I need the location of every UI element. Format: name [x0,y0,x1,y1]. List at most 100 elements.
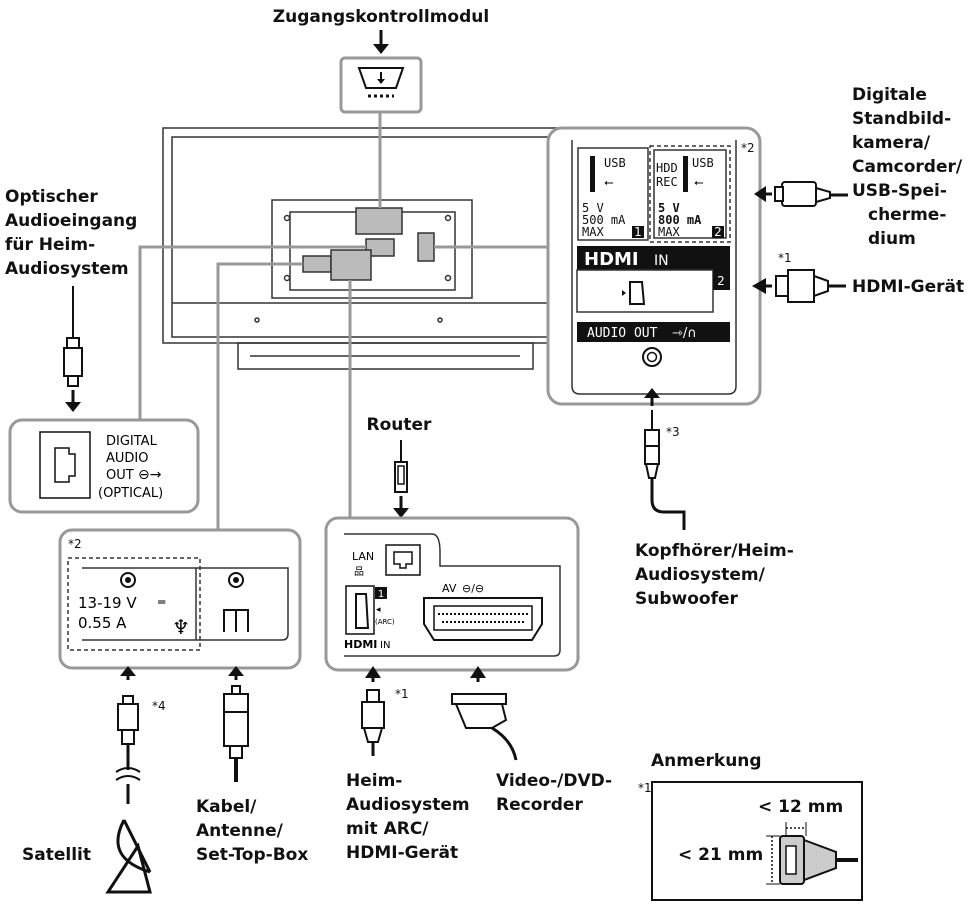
svg-text:USB: USB [692,156,714,170]
lan-plug-icon [393,440,409,518]
svg-text:Subwoofer: Subwoofer [635,589,739,609]
svg-text:Audiosystem/: Audiosystem/ [635,565,766,585]
svg-text:Digitale: Digitale [852,85,927,105]
svg-text:13-19 V: 13-19 V [78,594,137,612]
label-satellite: Satellit [22,845,91,865]
svg-text:OUT: OUT [106,468,134,483]
svg-text:HDMI: HDMI [584,249,639,270]
satellite-dish-icon [105,819,152,894]
svg-text:HDMI-Gerät: HDMI-Gerät [346,843,458,863]
usb-port-1: USB ⭠ 5 V 500 mA MAX 1 [577,147,649,241]
svg-text:Set-Top-Box: Set-Top-Box [196,845,308,865]
connection-lines [138,110,548,530]
usb-icon-2: ⭠ [694,175,704,189]
hdmi-plug-icon [752,269,846,303]
headphone-plug-icon [644,388,686,530]
svg-text:500 mA: 500 mA [582,213,626,227]
label-hdmi-device: HDMI-Gerät [852,277,964,297]
svg-text:Video-/DVD-: Video-/DVD- [496,771,612,791]
arc-arrow-icon: ◂ [376,605,381,615]
hdmi-arc-plug-icon [361,666,385,756]
footnote-1-note: *1 [638,781,652,795]
svg-text:0.55 A: 0.55 A [78,614,127,632]
usb-icon: ⭠ [604,175,614,189]
svg-text:(OPTICAL): (OPTICAL) [98,486,163,501]
svg-text:mit ARC/: mit ARC/ [346,819,429,839]
satellite-small-icon: ♆ [172,615,190,639]
svg-text:für Heim-: für Heim- [5,235,95,255]
optical-panel: DIGITAL AUDIO OUT ⊖→ (OPTICAL) [8,418,200,514]
svg-text:Kabel/: Kabel/ [196,797,257,817]
headphone-icon: ⇾/∩ [672,326,697,341]
svg-text:USB-Spei-: USB-Spei- [852,181,947,201]
tv-back [162,127,609,370]
svg-text:kamera/: kamera/ [852,133,931,153]
output-arrow-icon: ⊖→ [138,467,162,483]
label-home-audio: Heim- Audiosystem mit ARC/ HDMI-Gerät [346,771,470,863]
optical-plug-icon [63,286,83,412]
sat-antenna-panel: *2 13-19 V ═ 0.55 A ♆ [58,528,302,670]
svg-text:Recorder: Recorder [496,795,583,815]
dc-symbol: ═ [157,595,166,609]
svg-text:Audioeingang: Audioeingang [5,211,137,231]
svg-text:Camcorder/: Camcorder/ [852,157,963,177]
svg-text:USB: USB [604,156,626,170]
tv-port-markers [302,207,435,281]
hdmi-port-2: HDMI IN 2 [576,246,730,313]
footnote-2-sat: *2 [68,537,82,551]
svg-text:1: 1 [378,589,384,600]
lan-panel: LAN 品 1 ◂ (ARC) HDMI IN AV ⊖/⊖ [324,516,580,672]
cam-module-icon [339,30,423,114]
svg-text:2: 2 [714,225,722,239]
svg-text:< 21 mm: < 21 mm [678,845,763,865]
usb-cable-icon [754,181,848,207]
svg-text:AV: AV [442,582,457,595]
label-optical: Optischer Audioeingang für Heim- Audiosy… [5,187,137,279]
note-box: < 12 mm < 21 mm [651,781,863,901]
svg-text:(ARC): (ARC) [375,618,395,626]
svg-text:Optischer: Optischer [5,187,98,207]
label-headphones: Kopfhörer/Heim- Audiosystem/ Subwoofer [635,541,794,609]
audio-out-port: AUDIO OUT ⇾/∩ [577,322,730,367]
footnote-4: *4 [152,699,166,713]
svg-text:< 12 mm: < 12 mm [758,797,843,817]
svg-text:Audiosystem: Audiosystem [5,259,129,279]
label-note-title: Anmerkung [651,751,762,771]
svg-text:5 V: 5 V [658,201,680,215]
usb-port-2: HDD REC USB ⭠ 5 V 800 mA MAX 2 [649,145,731,243]
label-cam-module: Zugangskontrollmodul [273,7,489,27]
footnote-3: *3 [666,425,680,439]
network-icon: 品 [354,566,364,578]
footnote-2-usb: *2 [741,141,755,155]
satellite-plug-icon [115,666,141,804]
svg-text:1: 1 [634,225,642,239]
svg-text:HDMI: HDMI [344,638,377,651]
svg-text:Antenne/: Antenne/ [196,821,284,841]
svg-text:800 mA: 800 mA [658,213,702,227]
svg-text:cherme-: cherme- [868,205,946,225]
footnote-1-arc: *1 [395,687,409,701]
svg-text:AUDIO OUT: AUDIO OUT [587,326,658,341]
cable-plug-icon [223,666,249,782]
svg-text:REC: REC [656,175,678,189]
av-io-icon: ⊖/⊖ [462,582,484,595]
scart-plug-icon [451,666,518,761]
label-usb-device: Digitale Standbild- kamera/ Camcorder/ U… [852,85,963,249]
label-video-recorder: Video-/DVD- Recorder [496,771,612,815]
svg-text:MAX: MAX [582,225,604,239]
svg-text:IN: IN [380,640,390,651]
svg-text:DIGITAL: DIGITAL [106,434,158,449]
svg-text:dium: dium [868,229,916,249]
svg-text:Audiosystem: Audiosystem [346,795,470,815]
side-panel: *2 USB ⭠ 5 V 500 mA MAX 1 HDD REC USB ⭠ … [546,126,762,406]
footnote-1-hdmi: *1 [778,251,792,265]
svg-text:Standbild-: Standbild- [852,109,951,129]
svg-text:AUDIO: AUDIO [106,451,149,466]
svg-text:LAN: LAN [352,550,374,563]
svg-text:2: 2 [717,274,725,288]
svg-text:HDD: HDD [656,161,678,175]
svg-text:IN: IN [654,253,669,269]
svg-text:Heim-: Heim- [346,771,402,791]
label-cable: Kabel/ Antenne/ Set-Top-Box [196,797,308,865]
